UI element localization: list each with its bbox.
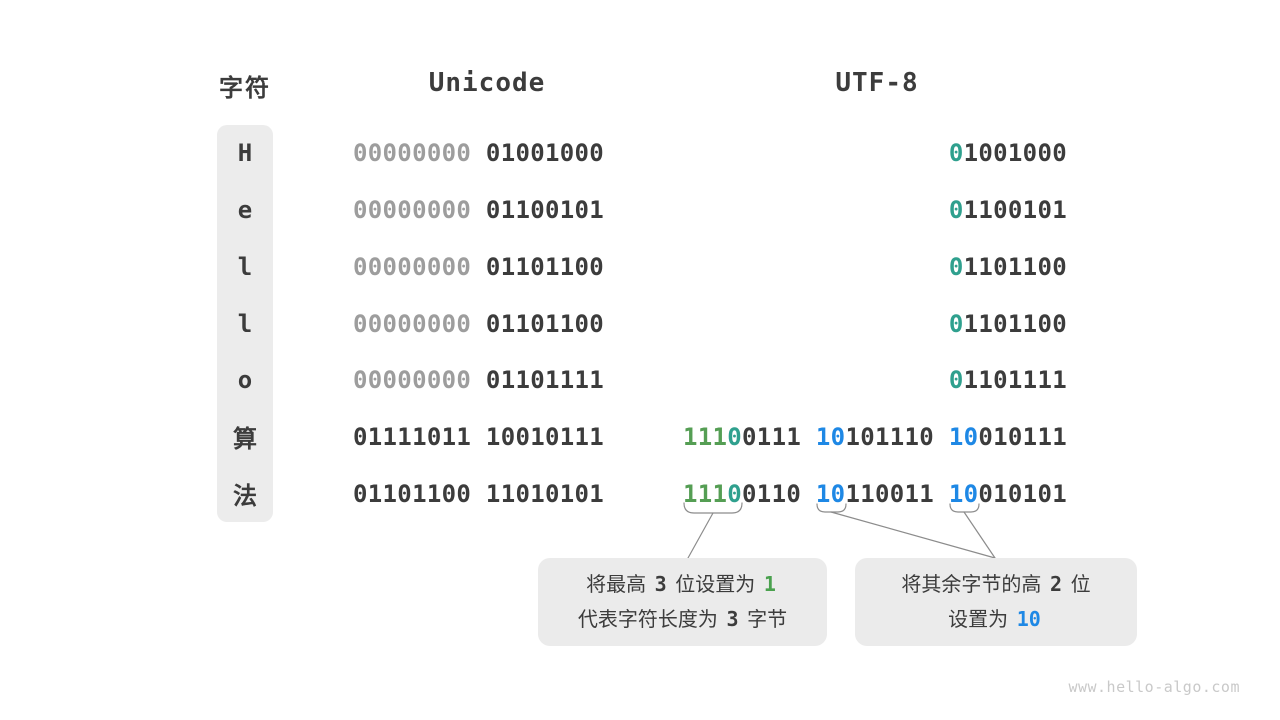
header-unicode: Unicode (428, 68, 546, 98)
bit-segment: 111 (682, 422, 728, 451)
bit-segment: 01001000 (471, 139, 605, 168)
char-cell: l (237, 309, 253, 338)
bit-segment: 00000000 (353, 139, 472, 168)
char-cell: 法 (233, 482, 257, 511)
callout-text-segment: 位设置为 (669, 574, 761, 596)
unicode-value: 00000000 01101100 (353, 295, 604, 352)
callout-text-segment: 字节 (741, 609, 788, 631)
char-cell: o (237, 366, 253, 395)
callout-text-segment: 3 (654, 572, 667, 596)
bit-segment: 01101100 (471, 309, 605, 338)
bit-segment: 111 (682, 479, 728, 508)
bit-segment: 0111 (742, 422, 816, 451)
callout-text-segment: 设置为 (948, 609, 1014, 631)
bit-segment: 1001000 (963, 139, 1067, 168)
callout-text-segment: 将其余字节的高 (901, 574, 1047, 596)
bit-segment: 110011 (845, 479, 949, 508)
bit-segment: 010101 (978, 479, 1067, 508)
bit-segment: 01100101 (471, 196, 605, 225)
header-char: 字符 (219, 75, 271, 102)
char-cell: l (237, 252, 253, 281)
bit-segment: 10 (815, 479, 846, 508)
bit-segment: 0 (948, 366, 964, 395)
bit-segment: 00000000 (353, 366, 472, 395)
bit-segment: 0 (948, 252, 964, 281)
callout-text-segment: 位 (1065, 574, 1091, 596)
bit-segment: 0 (948, 196, 964, 225)
callout-line: 设置为 10 (948, 602, 1044, 637)
bit-segment: 101110 (845, 422, 949, 451)
bit-segment: 00000000 (353, 309, 472, 338)
bit-segment: 1100101 (963, 196, 1067, 225)
unicode-value: 00000000 01100101 (353, 182, 604, 239)
bit-segment: 0 (727, 479, 743, 508)
unicode-value: 00000000 01101111 (353, 352, 604, 409)
bit-segment: 01111011 10010111 (353, 422, 605, 451)
bit-segment: 00000000 (353, 196, 472, 225)
callout-text-segment: 1 (763, 572, 776, 596)
unicode-value: 00000000 01101100 (353, 238, 604, 295)
bit-segment: 0 (948, 309, 964, 338)
callout-text-segment: 代表字符长度为 (577, 609, 724, 631)
callout-text-segment: 10 (1016, 607, 1041, 631)
bit-segment: 1101100 (963, 252, 1067, 281)
bit-segment: 1101111 (963, 366, 1067, 395)
unicode-value: 01111011 10010111 (353, 409, 604, 466)
callout-line: 将最高 3 位设置为 1 (586, 567, 779, 602)
bit-segment: 0 (948, 139, 964, 168)
bit-segment: 0 (727, 422, 743, 451)
bit-segment: 0110 (742, 479, 816, 508)
bit-segment: 10 (948, 479, 979, 508)
unicode-value: 01101100 11010101 (353, 465, 604, 522)
unicode-value: 00000000 01001000 (353, 125, 604, 182)
callout-continuation-bits: 将其余字节的高 2 位设置为 10 (855, 558, 1137, 646)
char-cell: 算 (233, 425, 257, 454)
bit-segment: 1101100 (963, 309, 1067, 338)
bit-segment: 01101100 11010101 (353, 479, 605, 508)
bit-segment: 01101100 (471, 252, 605, 281)
char-cell: e (237, 196, 253, 225)
callout-text-segment: 将最高 (586, 574, 652, 596)
header-utf8: UTF-8 (835, 68, 919, 98)
callout-text-segment: 3 (726, 607, 739, 631)
callout-text-segment: 2 (1049, 572, 1063, 596)
bit-segment: 010111 (978, 422, 1067, 451)
callout-line: 将其余字节的高 2 位 (901, 567, 1090, 602)
bit-segment: 01101111 (471, 366, 605, 395)
watermark: www.hello-algo.com (1068, 678, 1240, 696)
bit-segment: 10 (948, 422, 979, 451)
callout-line: 代表字符长度为 3 字节 (578, 602, 787, 637)
bit-segment: 00000000 (353, 252, 472, 281)
bit-segment: 10 (815, 422, 846, 451)
char-cell: H (237, 139, 253, 168)
